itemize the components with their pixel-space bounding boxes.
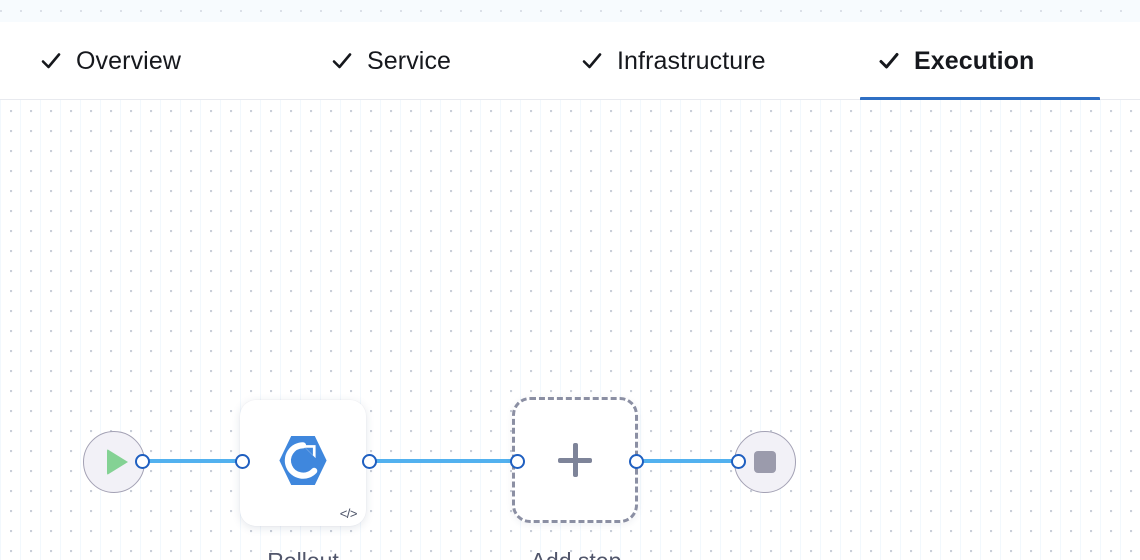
stop-icon	[754, 451, 776, 473]
connector-handle[interactable]	[135, 454, 150, 469]
rollout-deployment-icon	[274, 432, 332, 495]
check-icon	[878, 49, 900, 73]
tab-service[interactable]: Service	[313, 22, 469, 100]
play-icon	[107, 449, 128, 475]
stage-tabs: Overview Service Infrastructure	[0, 22, 1140, 101]
pipeline-end-node[interactable]	[734, 431, 796, 493]
plus-icon-vertical	[572, 443, 578, 477]
check-icon	[40, 49, 62, 73]
edge-start-to-step	[140, 459, 244, 463]
pipeline-start-node[interactable]	[83, 431, 145, 493]
edge-add-to-end	[634, 459, 740, 463]
connector-handle[interactable]	[629, 454, 644, 469]
tab-label: Infrastructure	[617, 47, 766, 75]
connector-handle[interactable]	[362, 454, 377, 469]
check-icon	[581, 49, 603, 73]
tab-label: Overview	[76, 47, 181, 75]
add-step-label: Add step	[476, 540, 676, 560]
tab-infrastructure[interactable]: Infrastructure	[563, 22, 784, 100]
add-step-node[interactable]	[512, 397, 638, 523]
pipeline-canvas[interactable]: </> Rollout Deployment Add step	[0, 100, 1140, 560]
step-node-label: Rollout Deployment	[183, 540, 423, 560]
tab-label: Execution	[914, 47, 1035, 75]
connector-handle[interactable]	[731, 454, 746, 469]
tab-active-underline	[860, 97, 1100, 101]
canvas-top-strip	[0, 0, 1140, 22]
tab-label: Service	[367, 47, 452, 75]
connector-handle[interactable]	[235, 454, 250, 469]
check-icon	[331, 49, 353, 73]
edge-step-to-add	[367, 459, 519, 463]
step-node-rollout-deployment[interactable]: </>	[240, 400, 366, 526]
code-icon: </>	[339, 506, 358, 521]
tab-overview[interactable]: Overview	[22, 22, 199, 100]
connector-handle[interactable]	[510, 454, 525, 469]
tab-execution[interactable]: Execution	[860, 22, 1100, 101]
